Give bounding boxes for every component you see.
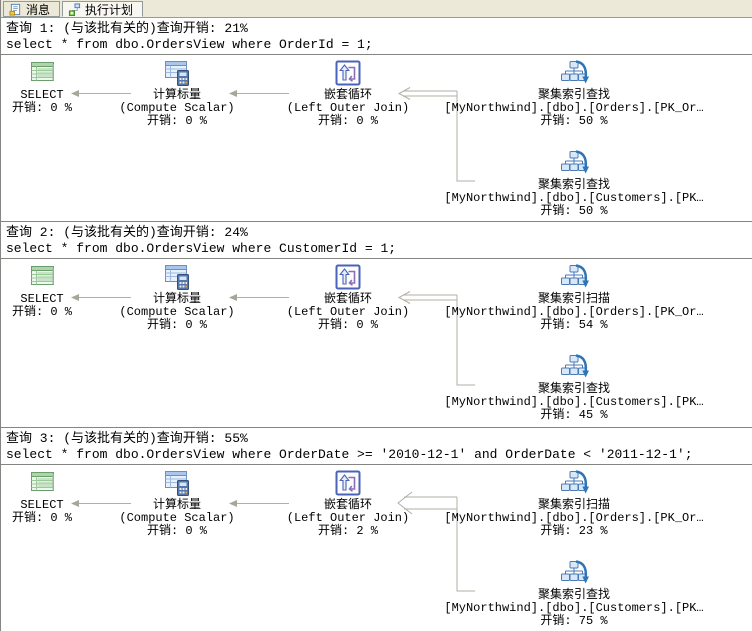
tab-execution-plan-label: 执行计划: [85, 2, 134, 17]
execution-plan-canvas-2: SELECT 开销: 0 % 计算标量 (Compute Scalar) 开销:…: [1, 259, 752, 427]
operator-subtitle: [MyNorthwind].[dbo].[Customers].[PK…: [444, 601, 704, 615]
operator-subtitle: (Compute Scalar): [119, 305, 235, 319]
operator-cost: 开销: 0 %: [146, 114, 207, 128]
operator-node-select[interactable]: SELECT 开销: 0 %: [3, 469, 81, 525]
nested-loops-icon: [268, 263, 428, 291]
clustered-index-icon: [434, 59, 714, 87]
execution-plan-icon: [68, 2, 81, 16]
query-3-header: 查询 3: (与该批有关的)查询开销: 55%: [6, 431, 248, 446]
operator-subtitle: [MyNorthwind].[dbo].[Customers].[PK…: [444, 395, 704, 409]
operator-title: SELECT: [20, 498, 64, 512]
operator-subtitle: (Left Outer Join): [286, 101, 410, 115]
nested-loops-icon: [268, 59, 428, 87]
operator-title: 聚集索引扫描: [537, 292, 610, 306]
operator-cost: 开销: 0 %: [11, 101, 72, 115]
operator-title: 聚集索引查找: [537, 588, 610, 602]
clustered-index-icon: [434, 263, 714, 291]
operator-node-clustered-index-scan-orders[interactable]: 聚集索引扫描 [MyNorthwind].[dbo].[Orders].[PK_…: [434, 469, 714, 538]
operator-subtitle: [MyNorthwind].[dbo].[Orders].[PK_Or…: [444, 101, 704, 115]
query-block-1: 查询 1: (与该批有关的)查询开销: 21% select * from db…: [1, 18, 752, 221]
query-3-text: 查询 3: (与该批有关的)查询开销: 55% select * from db…: [1, 428, 752, 465]
operator-title: 聚集索引查找: [537, 88, 610, 102]
compute-scalar-icon: [97, 469, 257, 497]
operator-subtitle: (Compute Scalar): [119, 511, 235, 525]
operator-node-compute-scalar[interactable]: 计算标量 (Compute Scalar) 开销: 0 %: [97, 263, 257, 332]
operator-node-nested-loops[interactable]: 嵌套循环 (Left Outer Join) 开销: 0 %: [268, 59, 428, 128]
operator-cost: 开销: 0 %: [317, 318, 378, 332]
operator-node-clustered-index-seek-orders[interactable]: 聚集索引查找 [MyNorthwind].[dbo].[Orders].[PK_…: [434, 59, 714, 128]
tab-execution-plan[interactable]: 执行计划: [62, 1, 144, 17]
operator-node-clustered-index-seek-customers[interactable]: 聚集索引查找 [MyNorthwind].[dbo].[Customers].[…: [434, 559, 714, 628]
operator-node-compute-scalar[interactable]: 计算标量 (Compute Scalar) 开销: 0 %: [97, 469, 257, 538]
operator-subtitle: [MyNorthwind].[dbo].[Customers].[PK…: [444, 191, 704, 205]
operator-title: 嵌套循环: [323, 88, 372, 102]
clustered-index-icon: [434, 469, 714, 497]
execution-plan-canvas-3: SELECT 开销: 0 % 计算标量 (Compute Scalar) 开销:…: [1, 465, 752, 631]
clustered-index-icon: [434, 559, 714, 587]
operator-subtitle: (Left Outer Join): [286, 305, 410, 319]
operator-title: 聚集索引扫描: [537, 498, 610, 512]
result-table-icon: [3, 469, 81, 497]
operator-node-nested-loops[interactable]: 嵌套循环 (Left Outer Join) 开销: 2 %: [268, 469, 428, 538]
tab-messages-label: 消息: [26, 2, 51, 17]
query-3-sql: select * from dbo.OrdersView where Order…: [6, 447, 693, 462]
operator-title: 计算标量: [152, 498, 201, 512]
operator-cost: 开销: 2 %: [317, 524, 378, 538]
clustered-index-icon: [434, 149, 714, 177]
execution-plan-canvas-1: SELECT 开销: 0 % 计算标量 (Compute Scalar) 开销:…: [1, 55, 752, 221]
operator-cost: 开销: 0 %: [11, 511, 72, 525]
operator-node-nested-loops[interactable]: 嵌套循环 (Left Outer Join) 开销: 0 %: [268, 263, 428, 332]
operator-node-clustered-index-seek-customers[interactable]: 聚集索引查找 [MyNorthwind].[dbo].[Customers].[…: [434, 353, 714, 422]
operator-title: 聚集索引查找: [537, 178, 610, 192]
query-1-header: 查询 1: (与该批有关的)查询开销: 21%: [6, 21, 248, 36]
operator-node-compute-scalar[interactable]: 计算标量 (Compute Scalar) 开销: 0 %: [97, 59, 257, 128]
compute-scalar-icon: [97, 59, 257, 87]
query-block-2: 查询 2: (与该批有关的)查询开销: 24% select * from db…: [1, 221, 752, 427]
operator-cost: 开销: 50 %: [540, 204, 608, 218]
operator-subtitle: [MyNorthwind].[dbo].[Orders].[PK_Or…: [444, 305, 704, 319]
operator-title: SELECT: [20, 292, 64, 306]
query-2-header: 查询 2: (与该批有关的)查询开销: 24%: [6, 225, 248, 240]
compute-scalar-icon: [97, 263, 257, 291]
operator-title: SELECT: [20, 88, 64, 102]
operator-cost: 开销: 50 %: [540, 114, 608, 128]
operator-node-select[interactable]: SELECT 开销: 0 %: [3, 59, 81, 115]
operator-cost: 开销: 75 %: [540, 614, 608, 628]
query-block-3: 查询 3: (与该批有关的)查询开销: 55% select * from db…: [1, 427, 752, 631]
operator-title: 计算标量: [152, 292, 201, 306]
operator-node-clustered-index-scan-orders[interactable]: 聚集索引扫描 [MyNorthwind].[dbo].[Orders].[PK_…: [434, 263, 714, 332]
query-2-text: 查询 2: (与该批有关的)查询开销: 24% select * from db…: [1, 222, 752, 259]
operator-title: 嵌套循环: [323, 292, 372, 306]
operator-subtitle: (Compute Scalar): [119, 101, 235, 115]
results-tab-bar: 消息 执行计划: [1, 0, 752, 18]
operator-cost: 开销: 0 %: [317, 114, 378, 128]
operator-subtitle: [MyNorthwind].[dbo].[Orders].[PK_Or…: [444, 511, 704, 525]
query-2-sql: select * from dbo.OrdersView where Custo…: [6, 241, 397, 256]
operator-node-clustered-index-seek-customers[interactable]: 聚集索引查找 [MyNorthwind].[dbo].[Customers].[…: [434, 149, 714, 218]
query-1-text: 查询 1: (与该批有关的)查询开销: 21% select * from db…: [1, 18, 752, 55]
result-table-icon: [3, 59, 81, 87]
operator-cost: 开销: 0 %: [11, 305, 72, 319]
result-table-icon: [3, 263, 81, 291]
clustered-index-icon: [434, 353, 714, 381]
operator-title: 聚集索引查找: [537, 382, 610, 396]
operator-cost: 开销: 54 %: [540, 318, 608, 332]
operator-title: 计算标量: [152, 88, 201, 102]
operator-node-select[interactable]: SELECT 开销: 0 %: [3, 263, 81, 319]
operator-title: 嵌套循环: [323, 498, 372, 512]
nested-loops-icon: [268, 469, 428, 497]
operator-cost: 开销: 45 %: [540, 408, 608, 422]
operator-cost: 开销: 23 %: [540, 524, 608, 538]
operator-cost: 开销: 0 %: [146, 524, 207, 538]
messages-icon: [9, 3, 22, 16]
operator-subtitle: (Left Outer Join): [286, 511, 410, 525]
operator-cost: 开销: 0 %: [146, 318, 207, 332]
query-1-sql: select * from dbo.OrdersView where Order…: [6, 37, 373, 52]
tab-messages[interactable]: 消息: [3, 1, 61, 17]
